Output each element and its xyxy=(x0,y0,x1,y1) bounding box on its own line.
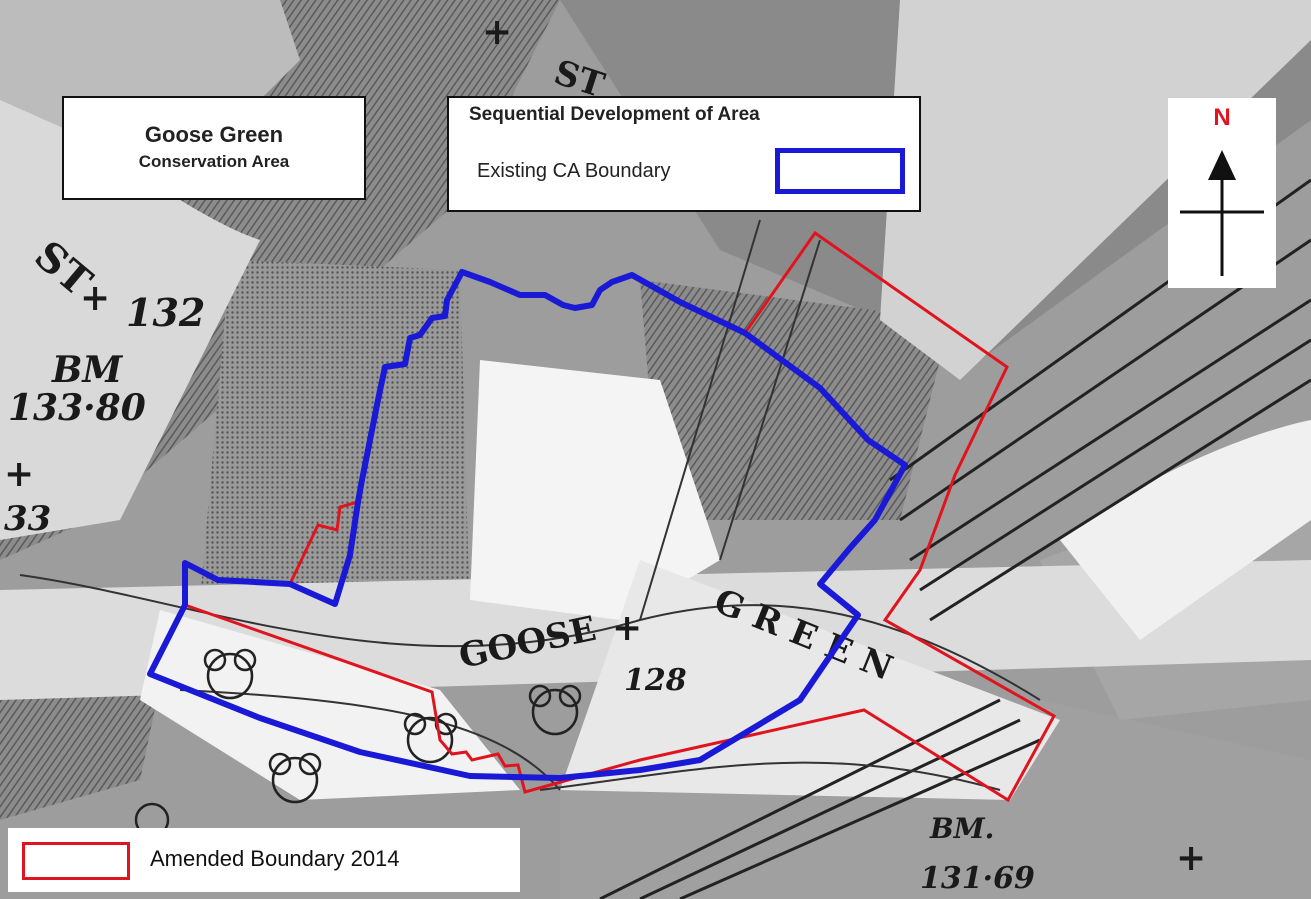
map-subtitle: Conservation Area xyxy=(138,152,290,171)
level-label-128: 128 xyxy=(624,663,687,698)
north-letter: N xyxy=(1213,104,1231,131)
cross-mark-4: + xyxy=(612,607,642,649)
legend-heading: Sequential Development of Area xyxy=(469,104,760,125)
level-label-133-80: 133·80 xyxy=(8,387,146,429)
cross-mark-1: + xyxy=(482,11,512,53)
legend-amended-label: Amended Boundary 2014 xyxy=(150,846,400,871)
existing-ca-boundary xyxy=(147,269,908,781)
north-arrow-icon xyxy=(1180,150,1264,276)
amended-legend-box: Amended Boundary 2014 xyxy=(8,828,520,892)
legend-box: Sequential Development of Area Existing … xyxy=(447,96,921,212)
level-label-33: 33 xyxy=(4,499,51,539)
benchmark-label-left: BM xyxy=(51,349,123,391)
tree-symbols xyxy=(134,648,582,838)
legend-existing-swatch xyxy=(775,148,905,194)
benchmark-label-right: BM. xyxy=(929,812,994,845)
legend-amended-swatch xyxy=(22,842,130,880)
cross-mark-3: + xyxy=(4,453,34,495)
title-box: Goose Green Conservation Area xyxy=(62,96,366,200)
north-arrow-box: N xyxy=(1168,98,1276,288)
cross-mark-5: + xyxy=(1176,837,1206,879)
level-label-132: 132 xyxy=(126,290,205,335)
level-label-131-69: 131·69 xyxy=(920,861,1035,896)
legend-existing-label: Existing CA Boundary xyxy=(477,160,671,182)
cross-mark-2: + xyxy=(80,277,110,319)
map-title: Goose Green xyxy=(144,122,284,147)
